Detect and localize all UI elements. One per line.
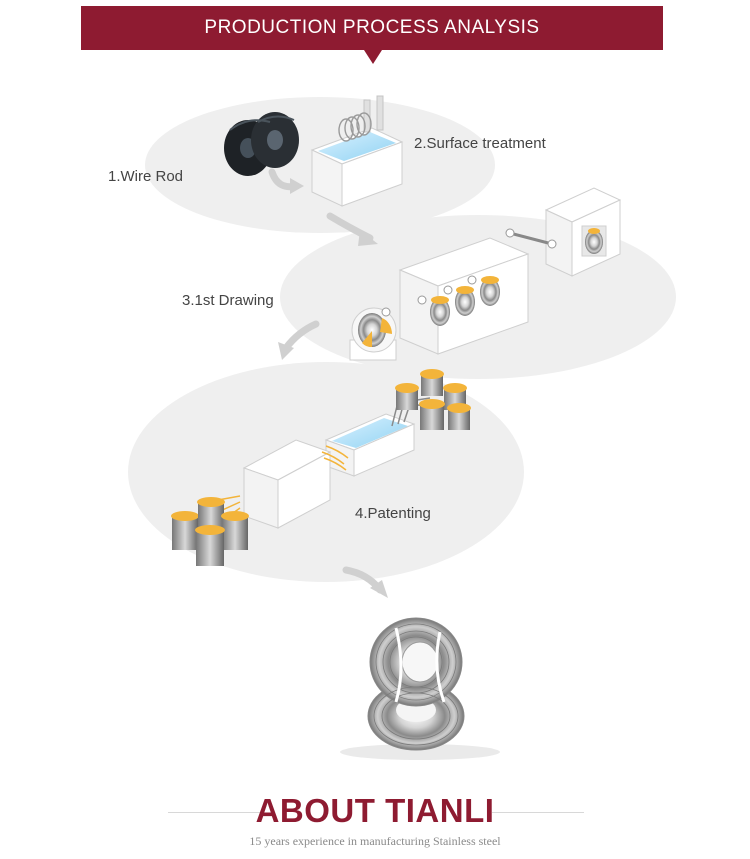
wire-rod-coil-icon xyxy=(224,112,299,176)
pay-off-reel-icon xyxy=(349,307,397,361)
footer-divider-right xyxy=(492,812,584,813)
footer-divider-left xyxy=(168,812,260,813)
stainless-wire-coil-icon xyxy=(340,617,500,760)
footer-subtitle: 15 years experience in manufacturing Sta… xyxy=(249,834,501,848)
banner-pointer xyxy=(364,50,382,64)
header-banner: PRODUCTION PROCESS ANALYSIS xyxy=(81,6,663,50)
step-label-1st-drawing: 3.1st Drawing xyxy=(182,292,274,309)
flow-arrow-3-icon xyxy=(282,320,320,352)
page-title: PRODUCTION PROCESS ANALYSIS xyxy=(204,17,540,38)
step-label-wire-rod: 1.Wire Rod xyxy=(108,168,184,185)
take-up-spools-left-icon xyxy=(171,497,249,566)
press-machine-icon xyxy=(544,187,622,277)
drawing-machine-icon xyxy=(398,228,557,355)
surface-treatment-tank-icon xyxy=(310,95,404,207)
step-label-patenting: 4.Patenting xyxy=(355,505,431,522)
step-label-surface-treatment: 2.Surface treatment xyxy=(414,135,546,152)
take-up-spools-right-icon xyxy=(395,369,471,430)
footer-title: ABOUT TIANLI xyxy=(255,792,495,829)
